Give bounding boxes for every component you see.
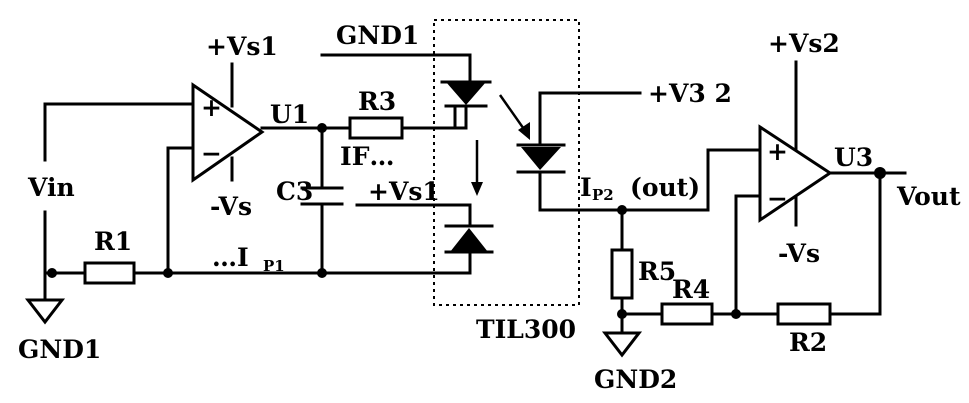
ip2-label: I P2 (out)	[580, 173, 700, 204]
capacitor-c3	[300, 126, 344, 275]
u1-output-wire	[260, 106, 457, 130]
r2-label: R2	[789, 328, 827, 357]
vs1-mid-wire	[355, 203, 472, 227]
gnd2-label: GND2	[594, 365, 677, 394]
led1-diode	[440, 80, 492, 130]
light-arrow-icon	[498, 94, 530, 140]
r5-label: R5	[638, 257, 676, 286]
if-label: IF…	[340, 142, 394, 171]
resistor-r1	[83, 261, 136, 285]
r3-label: R3	[358, 87, 396, 116]
opamp-u1: + −	[191, 62, 265, 183]
junction-dot	[47, 268, 57, 278]
svg-text:…I: …I	[212, 243, 249, 272]
u1-minus-sign: −	[201, 139, 222, 168]
gnd1-bottom-label: GND1	[18, 335, 101, 364]
resistor-r4	[660, 302, 714, 326]
vs2-rail-label: +V3 2	[648, 79, 732, 108]
til300-label: TIL300	[476, 315, 576, 344]
til300-package	[433, 19, 580, 306]
u3-neg-supply-label: -Vs	[778, 239, 820, 268]
svg-text:P2: P2	[592, 186, 614, 204]
vin-wire	[43, 102, 195, 275]
opamp-u3: + −	[758, 60, 833, 227]
u1-inverting-wire	[166, 146, 195, 275]
u1-label: U1	[270, 100, 309, 129]
resistor-r2-wire	[828, 171, 882, 316]
svg-text:P1: P1	[263, 257, 285, 275]
vout-label: Vout	[896, 182, 961, 211]
resistor-r2	[776, 302, 832, 326]
u1-supply-label: +Vs1	[206, 32, 278, 61]
u3-inverting-wire	[734, 194, 762, 316]
r4-label: R4	[672, 275, 710, 304]
gnd1-top-label: GND1	[336, 21, 419, 50]
u3-label: U3	[834, 143, 873, 172]
junction-dot	[874, 167, 886, 179]
vin-label: Vin	[27, 173, 75, 202]
u3-plus-sign: +	[767, 137, 788, 166]
led2-diode	[444, 224, 494, 254]
ip1-label: …I P1	[212, 243, 285, 275]
r1-label: R1	[94, 227, 132, 256]
down-arrow-icon	[471, 140, 483, 196]
resistor-r5	[610, 248, 634, 300]
gnd2-symbol	[601, 312, 643, 358]
junction-dot	[163, 268, 173, 278]
photodiode-out	[516, 91, 566, 212]
u3-supply-label: +Vs2	[768, 29, 840, 58]
u1-plus-sign: +	[201, 93, 222, 122]
svg-text:I: I	[580, 173, 592, 202]
c3-label: C3	[276, 177, 313, 206]
resistor-r3	[348, 116, 404, 140]
gnd1-top-wire	[320, 53, 472, 82]
svg-text:(out): (out)	[630, 173, 700, 202]
u1-neg-supply-label: -Vs	[210, 192, 252, 221]
u3-minus-sign: −	[767, 184, 788, 213]
vs1-mid-label: +Vs1	[368, 177, 440, 206]
gnd1-symbol	[24, 271, 66, 325]
